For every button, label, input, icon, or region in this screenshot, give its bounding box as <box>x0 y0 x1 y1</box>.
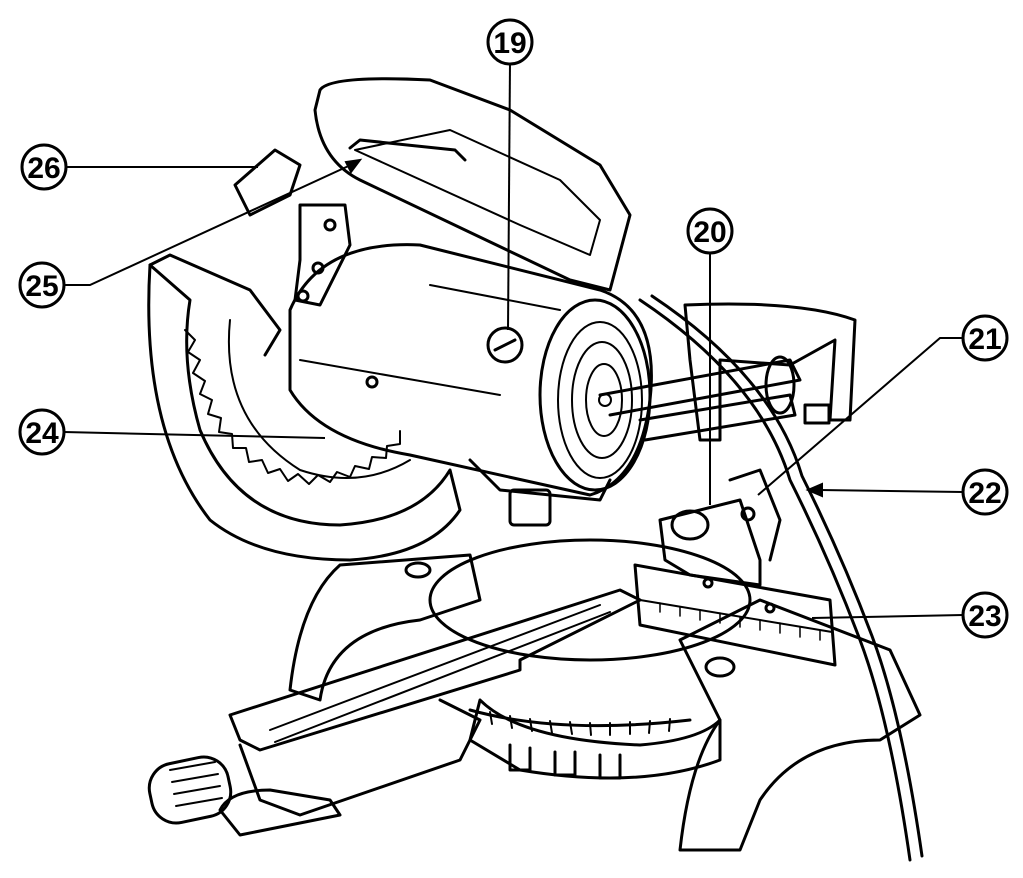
callout-26: 26 <box>20 143 68 191</box>
top-handle <box>313 77 632 292</box>
miter-scale-ticks <box>489 711 671 736</box>
rail-clip <box>803 403 831 425</box>
top-handle-group <box>233 77 632 307</box>
leader-25-arrowhead <box>344 158 363 174</box>
base-left-leg <box>288 553 482 702</box>
leader-19 <box>507 61 511 331</box>
rail-lower <box>638 393 797 442</box>
laser-screw-1 <box>311 261 325 275</box>
callout-25: 25 <box>18 261 66 309</box>
callout-24: 24 <box>18 408 66 456</box>
base-right-leg <box>678 598 922 852</box>
base-feet <box>508 743 622 780</box>
extension-slot-2 <box>274 611 611 743</box>
arm-body <box>238 698 482 817</box>
pivot-housing <box>658 498 762 587</box>
pivot-group <box>658 468 782 587</box>
front-arm-group <box>147 588 642 837</box>
leader-lines <box>63 61 964 619</box>
leader-21 <box>757 337 963 496</box>
motor-end-cap <box>538 298 652 492</box>
motor-tab <box>508 488 552 527</box>
power-cord-2 <box>650 294 924 858</box>
callout-24-label: 24 <box>25 417 59 450</box>
leader-24 <box>63 431 326 439</box>
callout-23: 23 <box>961 591 1009 639</box>
brush-cap-slot <box>493 338 517 352</box>
extension-slot <box>269 604 601 731</box>
bevel-lock-screw <box>740 506 756 522</box>
blade-inner-arc <box>227 319 411 479</box>
callout-20: 20 <box>686 207 734 255</box>
mount-hole-right <box>704 656 736 678</box>
top-handle-inner <box>354 129 601 256</box>
laser-bracket <box>293 203 352 307</box>
base-group <box>288 538 922 852</box>
fence-group <box>633 563 837 667</box>
laser-screw-3 <box>323 218 337 232</box>
callout-19-label: 19 <box>493 27 526 60</box>
callout-22-label: 22 <box>968 477 1001 510</box>
fence-scale-ticks <box>659 602 821 641</box>
callout-25-label: 25 <box>25 270 58 303</box>
laser-screw-2 <box>296 289 310 303</box>
blade-teeth-icon <box>184 329 401 485</box>
motor-screw <box>365 375 379 389</box>
mount-hole-left <box>404 561 432 579</box>
fence-plate <box>633 563 837 667</box>
blade-group <box>147 253 462 562</box>
blade-guard-upper <box>148 253 282 357</box>
callout-21: 21 <box>961 314 1009 362</box>
extension-rail <box>228 588 642 752</box>
motor-groove <box>299 284 561 396</box>
blade-guard <box>147 263 462 562</box>
fence-screw-1 <box>702 577 714 589</box>
power-cord <box>638 298 912 862</box>
leader-22-arrowhead <box>805 482 823 498</box>
lock-lever <box>218 788 342 837</box>
rail-end-cap <box>764 355 796 415</box>
leader-23 <box>811 614 964 619</box>
callout-19: 19 <box>486 18 534 66</box>
leader-22 <box>819 489 964 493</box>
laser-module <box>233 148 302 217</box>
motor-group <box>288 243 653 527</box>
miter-scale <box>468 708 692 728</box>
brush-cap <box>486 326 524 364</box>
fence-screw-2 <box>764 602 776 614</box>
turntable <box>428 538 752 662</box>
callout-21-label: 21 <box>968 323 1001 356</box>
callout-26-label: 26 <box>27 152 60 185</box>
callout-20-label: 20 <box>693 216 726 249</box>
bevel-knob <box>670 509 710 541</box>
leader-25 <box>64 162 356 286</box>
callout-22: 22 <box>961 468 1009 516</box>
rail-upper <box>598 358 802 417</box>
trigger-switch <box>348 138 467 162</box>
motor-vent-icon <box>557 321 643 479</box>
callout-23-label: 23 <box>968 600 1001 633</box>
lock-knob-icon <box>147 755 233 825</box>
pivot-column <box>728 468 782 562</box>
turntable-front <box>468 698 722 780</box>
